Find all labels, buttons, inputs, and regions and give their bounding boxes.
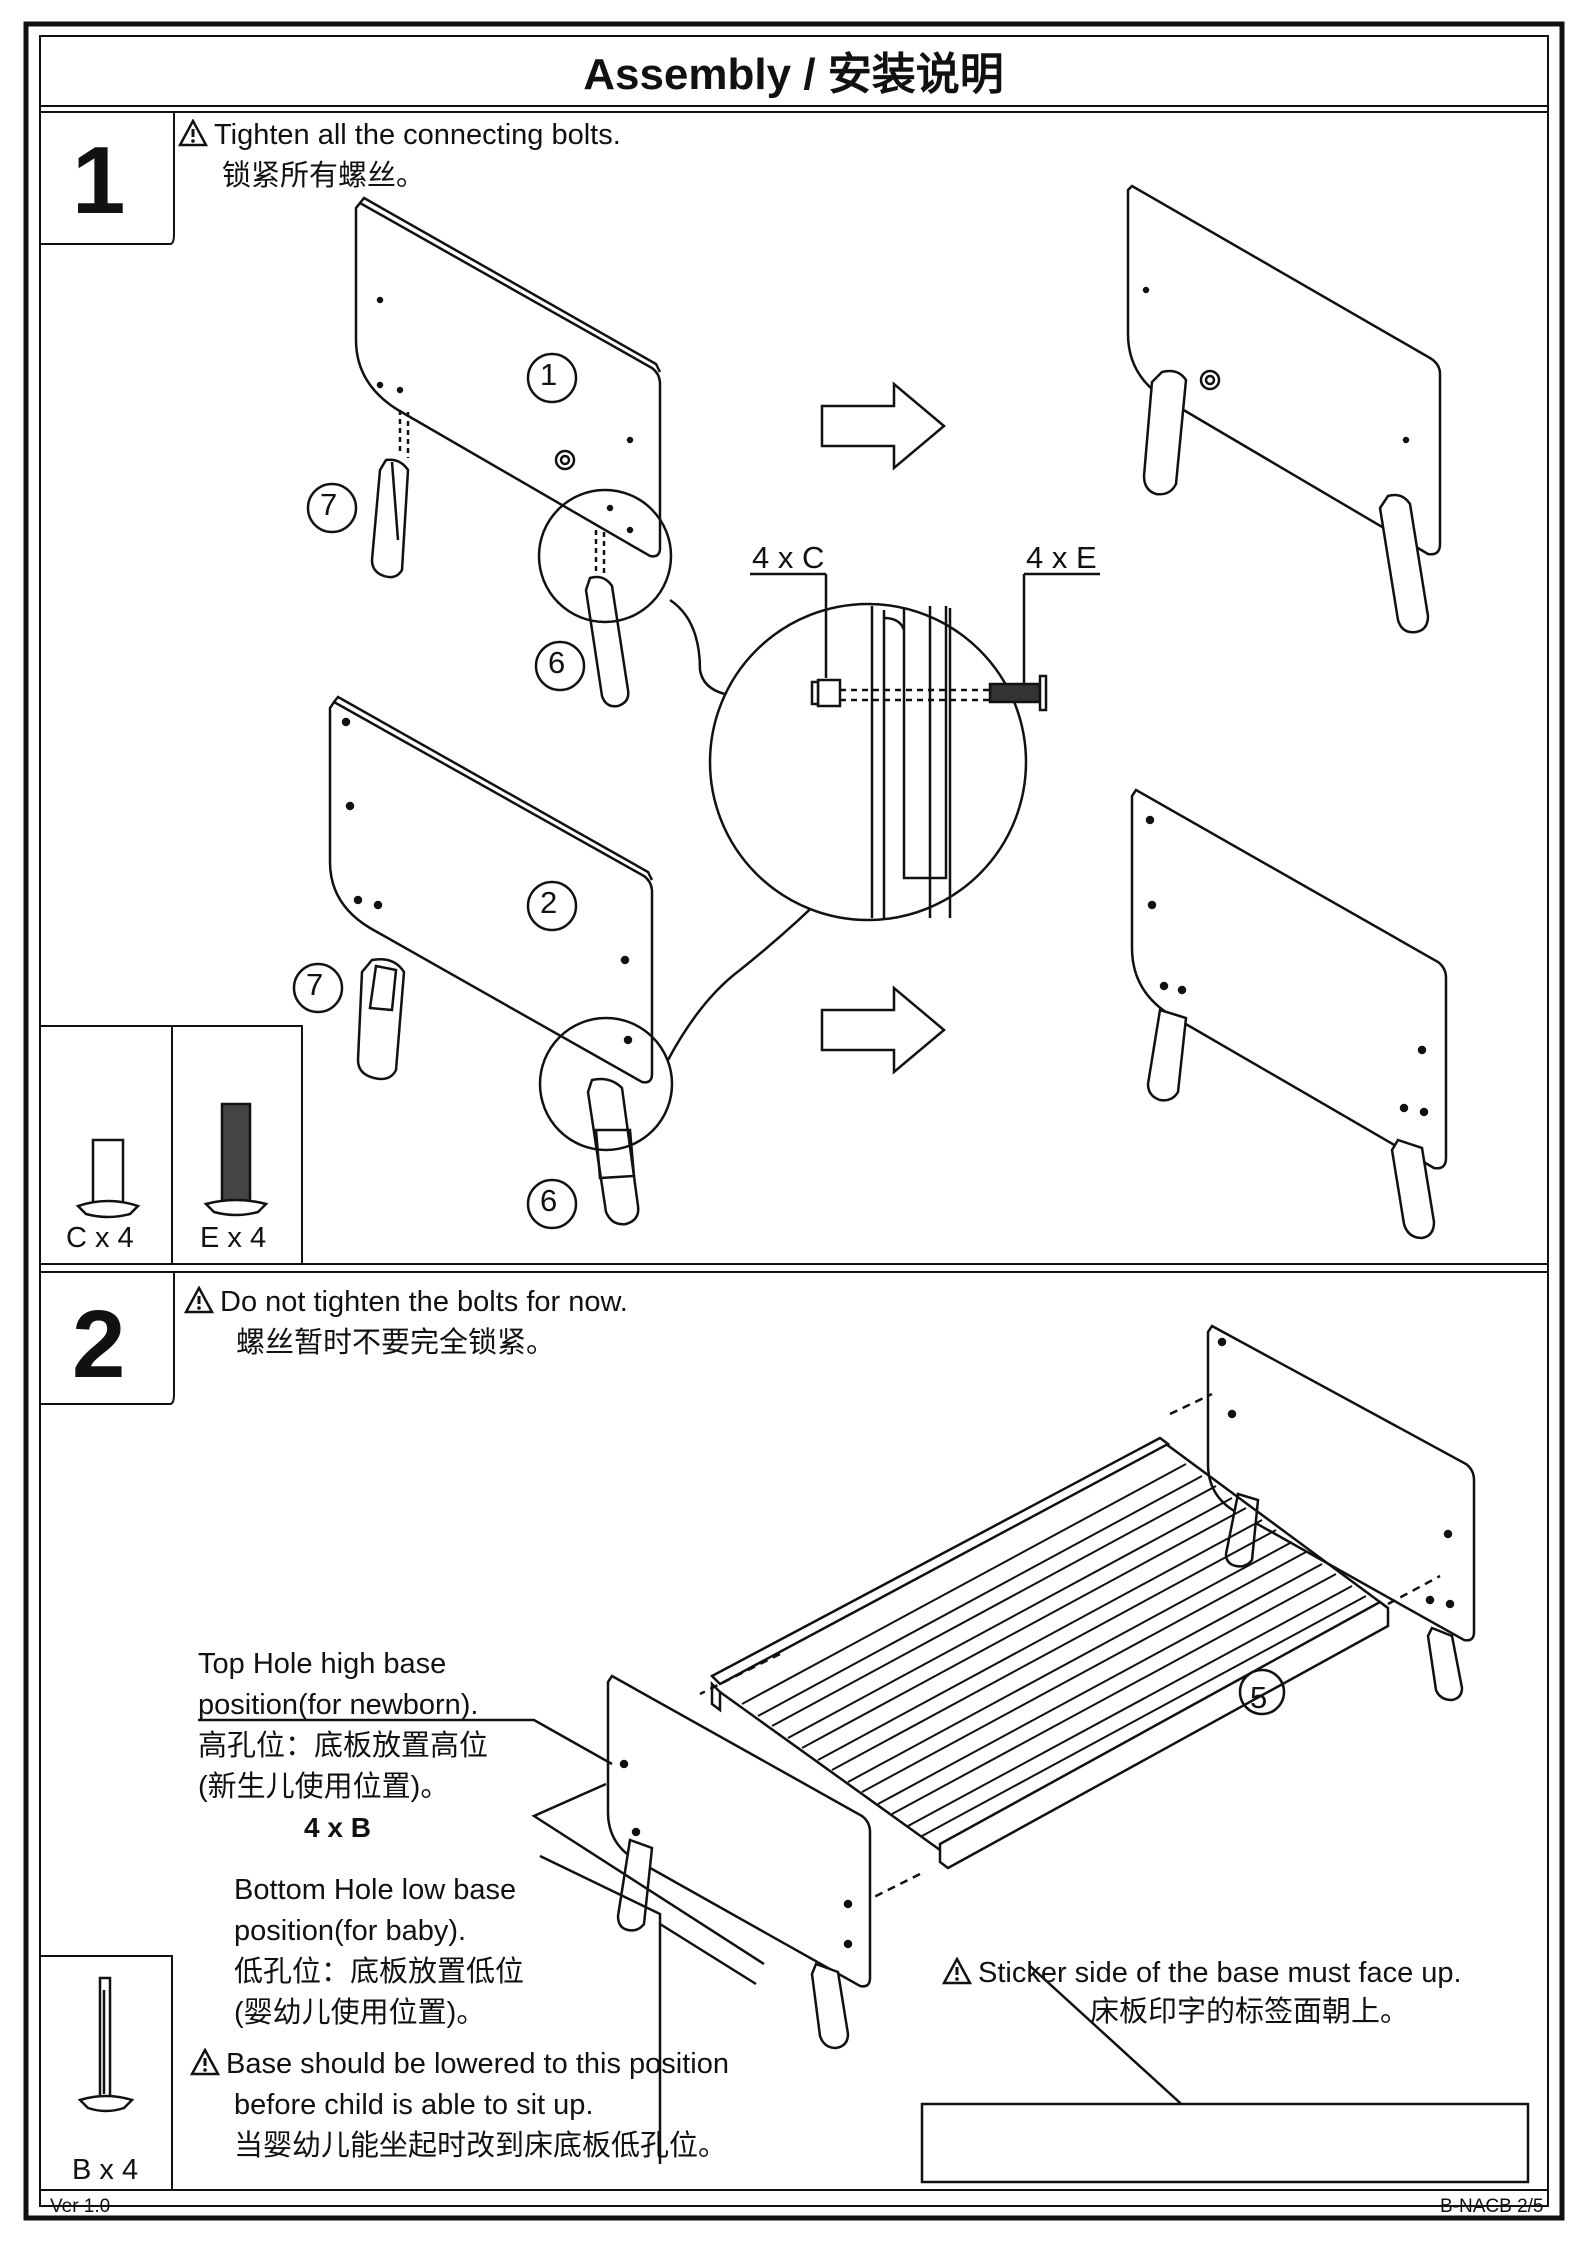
leg-6-a	[584, 530, 630, 708]
hardware-c-label: C x 4	[66, 1222, 134, 1254]
part-callout-6a	[534, 640, 586, 692]
assembled-headboard-2	[1130, 788, 1448, 1240]
warning-icon	[178, 119, 208, 147]
sticker-warning: Sticker side of the base must face up.	[942, 1953, 1462, 1994]
page-number: B-NACB 2/5	[1440, 2196, 1544, 2217]
headboard-2-panel	[328, 695, 654, 1084]
far-headboard	[1206, 1324, 1476, 1702]
top-hole-line-1: Top Hole high base	[198, 1648, 447, 1680]
part-callout-2	[526, 880, 578, 932]
bed-slats	[741, 1463, 1367, 1837]
part-label-7a: 7	[320, 487, 338, 522]
bottom-hole-line-3: 低孔位：底板放置低位	[234, 1956, 525, 1988]
hardware-e-label: E x 4	[200, 1222, 267, 1254]
arrow-right-top	[820, 381, 946, 471]
headboard-1-panel	[354, 196, 662, 558]
part-callout-6b	[526, 1178, 578, 1230]
lower-position-warning: Base should be lowered to this position …	[190, 2044, 729, 2167]
bolt-b-icon	[77, 1976, 135, 2113]
sticker-warning-en: Sticker side of the base must face up.	[978, 1957, 1462, 1989]
leg-7-b	[356, 958, 406, 1081]
part-label-1: 1	[540, 357, 558, 392]
step-1-warning-en: Tighten all the connecting bolts.	[214, 119, 621, 151]
part-label-2: 2	[540, 885, 558, 920]
step-1-warning: Tighten all the connecting bolts.	[178, 115, 621, 156]
part-label-7b: 7	[306, 967, 324, 1002]
lower-warning-line-1: Base should be lowered to this position	[226, 2048, 729, 2080]
leg-6-b	[586, 1077, 640, 1226]
step-2-warning-cn: 螺丝暂时不要完全锁紧。	[236, 1327, 556, 1359]
bed-base-5	[709, 1436, 1390, 1870]
part-callout-5	[1238, 1668, 1286, 1716]
part-callout-7b	[292, 962, 344, 1014]
bolt-e-icon	[203, 1102, 269, 1217]
bottom-hole-line-1: Bottom Hole low base	[234, 1874, 517, 1906]
arrow-right-bottom	[820, 985, 946, 1075]
step-2-warning-en: Do not tighten the bolts for now.	[220, 1286, 628, 1318]
part-label-6b: 6	[540, 1183, 558, 1218]
warning-icon	[190, 2048, 220, 2076]
warning-icon	[942, 1957, 972, 1985]
step-2-number: 2	[72, 1291, 126, 1398]
leg-7-a	[370, 410, 410, 579]
bottom-hole-line-2: position(for baby).	[234, 1915, 467, 1947]
near-headboard	[606, 1674, 872, 2050]
top-hole-line-2: position(for newborn).	[198, 1689, 479, 1721]
top-hole-note: Top Hole high base position(for newborn)…	[198, 1644, 488, 1808]
assembled-headboard-1	[1126, 184, 1442, 634]
step-2-illustration	[77, 1324, 1530, 2184]
hardware-b-label: B x 4	[72, 2154, 139, 2186]
step-1-number: 1	[72, 127, 126, 234]
step-1-illustration	[75, 184, 1448, 1240]
top-hole-line-3: 高孔位：底板放置高位	[198, 1730, 489, 1762]
part-callout-7a	[306, 482, 358, 534]
bolt-detail-view	[750, 572, 1100, 918]
top-hole-line-4: (新生儿使用位置)。	[198, 1771, 450, 1803]
bottom-hole-line-4: (婴幼儿使用位置)。	[234, 1997, 486, 2029]
lower-warning-line-2: before child is able to sit up.	[234, 2089, 594, 2121]
step-2-warning: Do not tighten the bolts for now.	[184, 1282, 628, 1323]
bolt-count-label: 4 x B	[304, 1812, 371, 1843]
lower-warning-line-3: 当婴幼儿能坐起时改到床底板低孔位。	[234, 2130, 728, 2162]
part-label-6a: 6	[548, 645, 566, 680]
warning-icon	[184, 1286, 214, 1314]
page-title: Assembly / 安装说明	[583, 50, 1004, 99]
sticker-warning-cn: 床板印字的标签面朝上。	[1090, 1996, 1410, 2028]
callout-4xc: 4 x C	[752, 540, 825, 575]
step-1-warning-cn: 锁紧所有螺丝。	[222, 160, 426, 192]
bottom-hole-note: Bottom Hole low base position(for baby).…	[234, 1870, 524, 2034]
part-callout-1	[526, 352, 578, 404]
callout-4xe: 4 x E	[1026, 540, 1097, 575]
part-label-5: 5	[1250, 1680, 1268, 1715]
barrel-nut-c-icon	[75, 1138, 141, 1219]
version-label: Ver 1.0	[50, 2196, 111, 2217]
